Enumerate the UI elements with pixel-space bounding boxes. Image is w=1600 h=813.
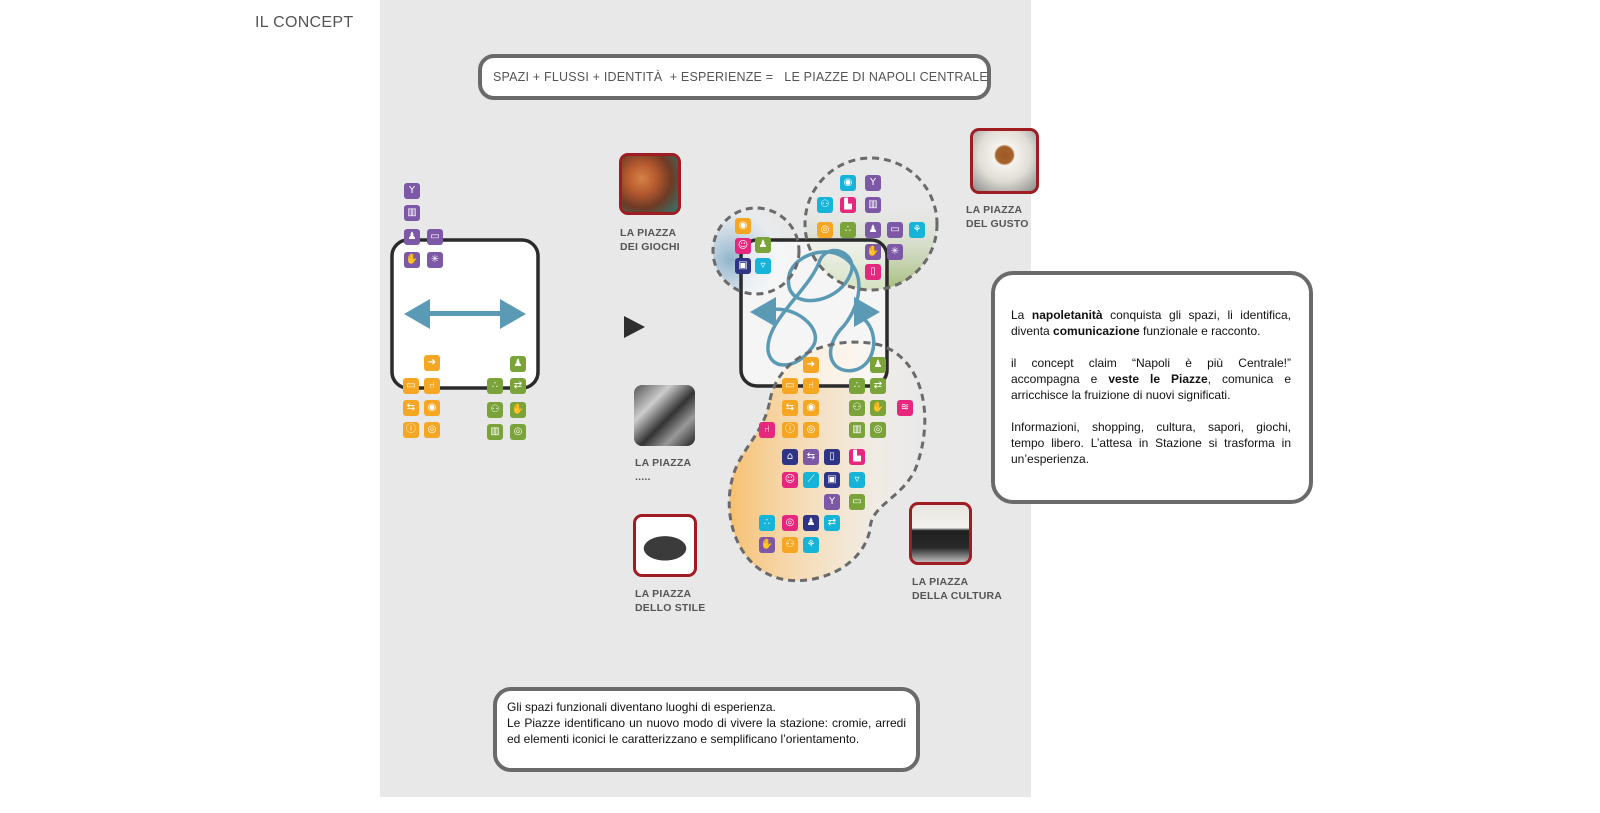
hand-money-icon: ✋ xyxy=(404,252,420,268)
bed-icon: ▙ xyxy=(840,197,856,213)
waiting-icon: ⇆ xyxy=(782,400,798,416)
escalator-icon: ⟋ xyxy=(803,472,819,488)
taxi-icon: ▭ xyxy=(427,229,443,245)
sparkle-icon: ✳ xyxy=(887,244,903,260)
restaurant-icon: ◎ xyxy=(803,422,819,438)
meeting-icon: ⚇ xyxy=(817,197,833,213)
double-arrow-icon xyxy=(750,297,880,327)
running-exit-icon: ➜ xyxy=(803,357,819,373)
spa-icon: ⚘ xyxy=(803,537,819,553)
zone-green-outline xyxy=(803,156,939,292)
photo-piazza-giochi xyxy=(619,153,681,215)
swap-icon: ⇄ xyxy=(510,378,526,394)
location-pin-icon: ◉ xyxy=(735,218,751,234)
taxi-icon: ▭ xyxy=(782,378,798,394)
concept-paragraph-2: il concept claim “Napoli è più Centrale!… xyxy=(1011,356,1291,402)
concept-formula: SPAZI + FLUSSI + IDENTITÀ + ESPERIENZE =… xyxy=(478,54,991,100)
concept-paragraph-1: La napoletanità conquista gli spazi, li … xyxy=(1011,308,1292,338)
bread-icon: ≋ xyxy=(897,400,913,416)
dots-icon: ∴ xyxy=(487,378,503,394)
flow-loops-icon xyxy=(763,248,876,373)
dots-icon: ∴ xyxy=(759,515,775,531)
metro-icon: ▥ xyxy=(404,205,420,221)
dots-icon: ∴ xyxy=(840,222,856,238)
metro-icon: ▥ xyxy=(849,422,865,438)
cocktail-icon: Y xyxy=(404,183,420,199)
people-icon: ♟ xyxy=(870,357,886,373)
taxi-icon: ▭ xyxy=(403,378,419,394)
meeting-icon: ⚇ xyxy=(849,400,865,416)
bag-icon: ▯ xyxy=(865,264,881,280)
metro-icon: ▥ xyxy=(487,424,503,440)
zone-orange-outline xyxy=(727,340,927,583)
sparkle-icon: ✳ xyxy=(427,252,443,268)
swap-icon: ⇄ xyxy=(870,378,886,394)
meeting-icon: ⚇ xyxy=(782,537,798,553)
dots-icon: ∴ xyxy=(849,378,865,394)
location-pin-icon: ◉ xyxy=(424,400,440,416)
location-pin-icon: ◉ xyxy=(803,400,819,416)
cocktail-icon: Y xyxy=(865,175,881,191)
concept-paragraph-3: Informazioni, shopping, cultura, sapori,… xyxy=(1011,420,1291,466)
page-heading: IL CONCEPT xyxy=(255,14,354,31)
seat-icon: ⑁ xyxy=(424,378,440,394)
baby-icon: ☺ xyxy=(782,472,798,488)
taxi-icon: ▭ xyxy=(849,494,865,510)
metro-icon: ▥ xyxy=(865,197,881,213)
bed-icon: ▙ xyxy=(849,449,865,465)
people-icon: ♟ xyxy=(803,515,819,531)
double-arrow-icon xyxy=(404,299,526,329)
people-icon: ♟ xyxy=(404,229,420,245)
bag-icon: ▯ xyxy=(824,449,840,465)
restaurant-icon: ◎ xyxy=(424,422,440,438)
chair-icon: ⑁ xyxy=(759,422,775,438)
photo-piazza-cultura xyxy=(909,502,972,565)
hand-money-icon: ✋ xyxy=(870,400,886,416)
museum-icon: ⌂ xyxy=(782,449,798,465)
restaurant-icon: ◎ xyxy=(817,222,833,238)
taxi-icon: ▭ xyxy=(887,222,903,238)
experience-description: Gli spazi funzionali diventano luoghi di… xyxy=(493,687,920,772)
info-icon: ⓘ xyxy=(782,422,798,438)
wallet-icon: ▣ xyxy=(735,258,751,274)
running-exit-icon: ➜ xyxy=(424,355,440,371)
people-icon: ♟ xyxy=(755,237,771,253)
label-piazza-dots: LA PIAZZA..... xyxy=(635,457,692,483)
hand-money-icon: ✋ xyxy=(759,537,775,553)
restaurant-icon: ◎ xyxy=(870,422,886,438)
baby-icon: ☺ xyxy=(735,238,751,254)
eye-icon: ◉ xyxy=(840,175,856,191)
seat-icon: ⑁ xyxy=(803,378,819,394)
swap-icon: ⇄ xyxy=(824,515,840,531)
experience-line-2: Le Piazze identificano un nuovo modo di … xyxy=(507,716,906,746)
spa-icon: ⚘ xyxy=(909,222,925,238)
meeting-icon: ⚇ xyxy=(487,402,503,418)
photo-piazza-dots xyxy=(634,385,695,446)
restaurant-icon: ◎ xyxy=(782,515,798,531)
people-icon: ♟ xyxy=(865,222,881,238)
waiting-icon: ⇆ xyxy=(803,449,819,465)
wallet-icon: ▣ xyxy=(824,472,840,488)
people-icon: ♟ xyxy=(510,356,526,372)
experience-line-1: Gli spazi funzionali diventano luoghi di… xyxy=(507,700,776,714)
drink-icon: ▿ xyxy=(849,472,865,488)
hand-money-icon: ✋ xyxy=(865,244,881,260)
restaurant-icon: ◎ xyxy=(510,424,526,440)
waiting-icon: ⇆ xyxy=(403,400,419,416)
play-triangle-icon xyxy=(624,316,645,338)
hand-money-icon: ✋ xyxy=(510,402,526,418)
photo-piazza-stile xyxy=(633,514,697,577)
concept-description: La napoletanità conquista gli spazi, li … xyxy=(991,271,1313,504)
photo-piazza-gusto xyxy=(970,128,1039,194)
info-icon: ⓘ xyxy=(403,422,419,438)
cocktail-icon: Y xyxy=(824,494,840,510)
drink-icon: ▿ xyxy=(755,258,771,274)
zone-blue-outline xyxy=(711,206,801,296)
